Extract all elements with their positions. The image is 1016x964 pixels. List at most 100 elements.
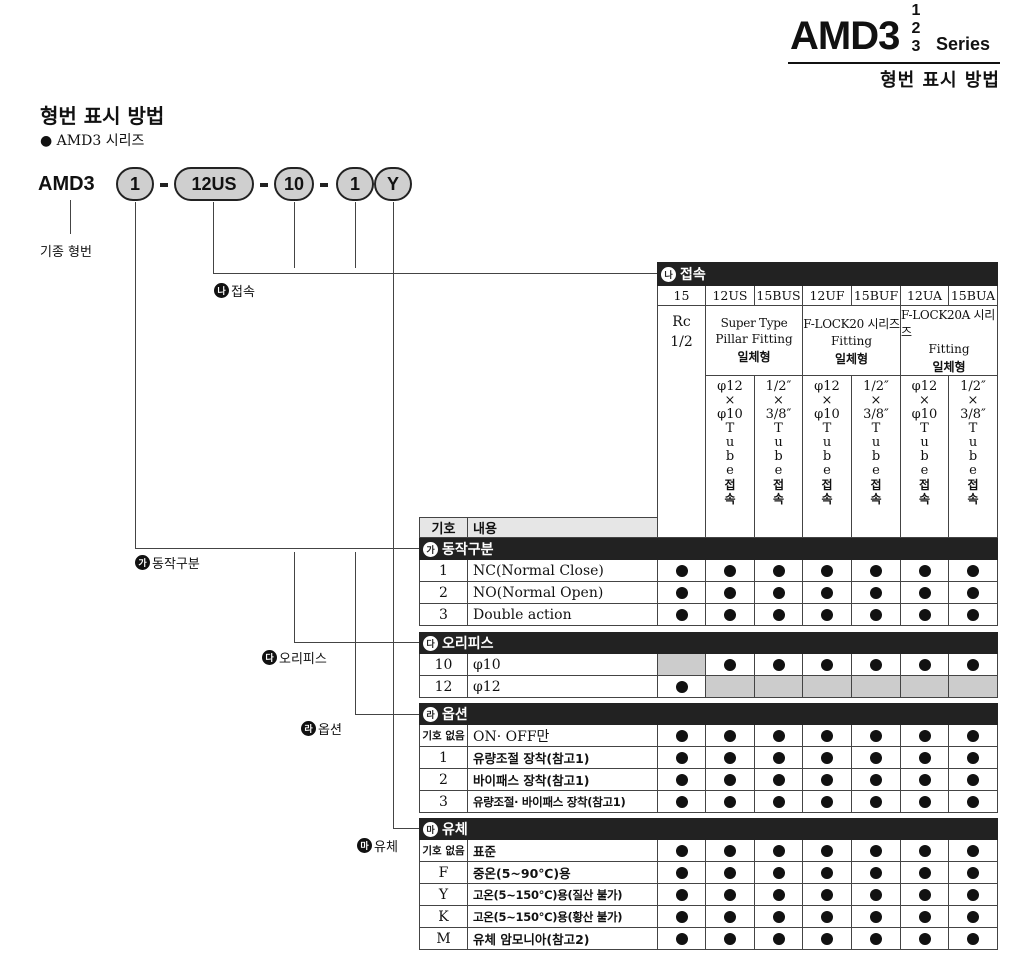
tube-char: 속	[967, 492, 979, 506]
connection-code: 12US	[706, 286, 755, 306]
available-cell	[755, 840, 803, 862]
tube-char: u	[920, 435, 929, 450]
available-cell	[706, 654, 755, 676]
available-cell	[901, 747, 949, 769]
available-dot-icon	[724, 564, 736, 577]
leader-connection-h	[213, 273, 657, 274]
available-dot-icon	[918, 658, 931, 671]
available-cell	[852, 928, 901, 950]
available-cell	[803, 928, 852, 950]
row-desc: φ12	[468, 676, 658, 698]
available-dot-icon	[967, 844, 979, 857]
available-cell	[949, 769, 998, 791]
row-desc: NC(Normal Close)	[468, 560, 658, 582]
tube-char: u	[871, 435, 881, 450]
available-cell	[706, 906, 755, 928]
row-desc: 고온(5~150℃)용(황산 불가)	[468, 906, 658, 928]
row-desc: 유체 암모니아(참고2)	[468, 928, 658, 950]
connection-bar: 나 접속	[657, 262, 998, 286]
available-dot-icon	[870, 795, 882, 808]
tube-char: φ12	[814, 379, 840, 394]
group-name: Fitting	[830, 333, 873, 348]
code-part-option: 1	[336, 167, 374, 201]
section-title: 오리피스	[442, 636, 494, 652]
available-dot-icon	[724, 844, 736, 857]
tube-char: e	[726, 463, 734, 478]
available-cell	[755, 582, 803, 604]
available-cell	[803, 747, 852, 769]
available-cell	[706, 747, 755, 769]
available-cell	[949, 582, 998, 604]
available-dot-icon	[870, 866, 882, 879]
available-cell	[949, 862, 998, 884]
available-cell	[852, 769, 901, 791]
available-cell	[755, 604, 803, 626]
available-dot-icon	[821, 795, 833, 808]
available-dot-icon	[724, 729, 736, 742]
tube-char: T	[968, 421, 978, 436]
available-cell	[803, 906, 852, 928]
tube-char: ×	[724, 393, 736, 408]
leader-fluid	[393, 202, 394, 828]
leader-option	[355, 552, 356, 714]
leader-orifice-h	[294, 642, 419, 643]
tube-char: e	[872, 463, 880, 478]
row-code: 3	[419, 791, 468, 813]
group-name: Super Type	[720, 316, 788, 330]
connection-code: 15BUA	[949, 286, 998, 306]
available-dot-icon	[967, 608, 979, 621]
available-cell	[852, 747, 901, 769]
group-sub: 일체형	[834, 351, 869, 366]
available-cell	[901, 560, 949, 582]
available-cell	[803, 791, 852, 813]
available-dot-icon	[724, 608, 736, 621]
available-cell	[852, 604, 901, 626]
available-cell	[658, 791, 706, 813]
available-cell	[901, 906, 949, 928]
available-dot-icon	[870, 586, 882, 599]
available-cell	[852, 862, 901, 884]
available-cell	[755, 906, 803, 928]
available-dot-icon	[967, 658, 979, 671]
available-dot-icon	[675, 680, 688, 693]
available-dot-icon	[772, 932, 785, 945]
available-cell	[901, 840, 949, 862]
leader-action	[135, 202, 136, 548]
group-name: F-LOCK20 시리즈	[803, 316, 900, 331]
available-cell	[803, 840, 852, 862]
available-cell	[658, 676, 706, 698]
tube-char: 접	[870, 478, 882, 492]
available-cell	[901, 769, 949, 791]
available-dot-icon	[918, 729, 931, 742]
available-cell	[658, 604, 706, 626]
tube-char: b	[774, 449, 783, 464]
tube-char: e	[823, 463, 831, 478]
row-desc: 고온(5~150℃)용(질산 불가)	[468, 884, 658, 906]
available-dot-icon	[967, 910, 979, 923]
leader-option-h	[355, 714, 419, 715]
unavailable-cell	[706, 676, 755, 698]
available-cell	[658, 928, 706, 950]
available-cell	[949, 840, 998, 862]
available-cell	[901, 884, 949, 906]
available-dot-icon	[870, 751, 882, 764]
tube-char: u	[822, 435, 832, 450]
available-cell	[949, 654, 998, 676]
tube-char: ×	[967, 393, 979, 408]
tube-char: 3/8″	[765, 407, 792, 422]
tube-char: T	[725, 421, 735, 436]
available-dot-icon	[967, 888, 979, 901]
code-part-connection: 12US	[174, 167, 254, 201]
series-model: AMD3	[790, 14, 900, 58]
available-cell	[852, 654, 901, 676]
available-dot-icon	[724, 795, 736, 808]
available-dot-icon	[724, 888, 736, 901]
available-cell	[658, 582, 706, 604]
unavailable-cell	[803, 676, 852, 698]
available-cell	[706, 560, 755, 582]
